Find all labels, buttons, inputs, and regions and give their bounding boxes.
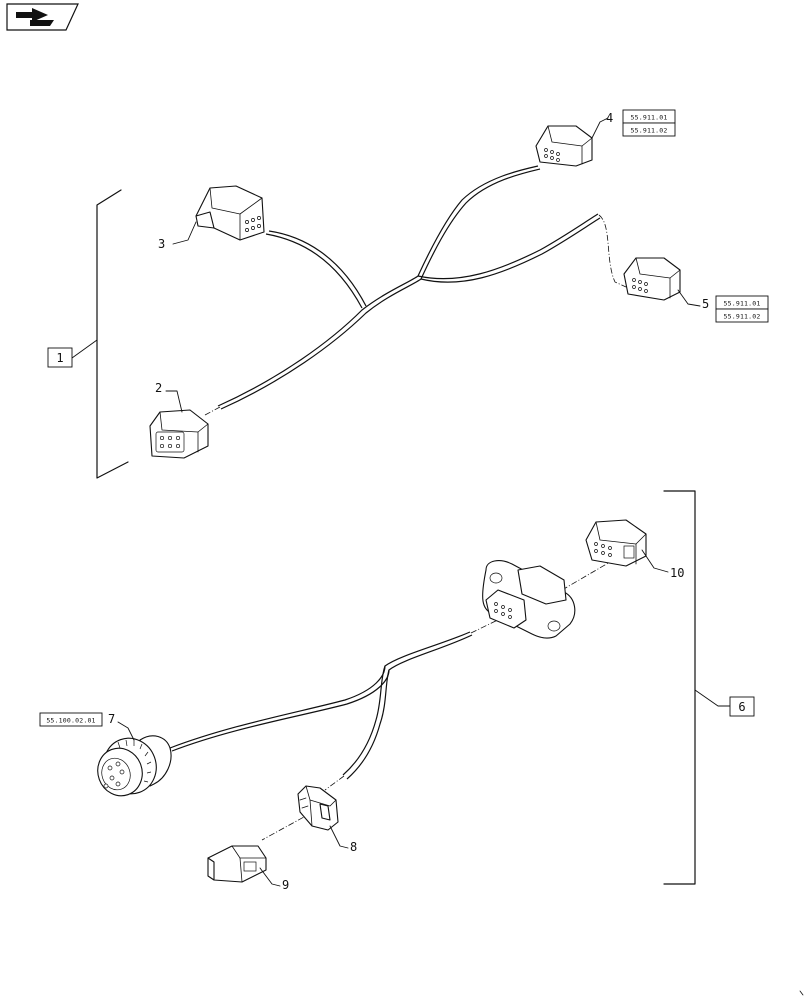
callout-7: 7	[108, 712, 115, 726]
connector-4[interactable]	[535, 125, 593, 167]
reference-4-b: 55.911.02	[630, 127, 667, 135]
reference-4-a: 55.911.01	[630, 114, 667, 122]
callout-9: 9	[282, 878, 289, 892]
reference-box-item-4[interactable]: 55.911.01 55.911.02	[622, 109, 676, 137]
bracket-item-6	[663, 490, 731, 885]
callout-2: 2	[155, 381, 162, 395]
callout-6: 6	[738, 700, 745, 714]
callout-4: 4	[606, 111, 613, 125]
reference-box-item-7[interactable]: 55.100.02.01	[39, 712, 103, 727]
connector-2[interactable]	[149, 409, 209, 459]
reference-5-a: 55.911.01	[723, 300, 760, 308]
connector-7[interactable]	[91, 731, 172, 802]
flange-bulkhead-connector[interactable]	[482, 560, 576, 639]
callout-3: 3	[158, 237, 165, 251]
callout-8: 8	[350, 840, 357, 854]
callout-box-6: 6	[729, 696, 755, 717]
reference-5-b: 55.911.02	[723, 313, 760, 321]
reference-7-a: 55.100.02.01	[46, 717, 95, 725]
corner-tick-mark	[799, 990, 804, 996]
reference-box-item-5[interactable]: 55.911.01 55.911.02	[715, 295, 769, 323]
callout-10: 10	[670, 566, 684, 580]
connector-3[interactable]	[195, 185, 265, 241]
callout-box-1: 1	[47, 347, 73, 368]
upper-harness-wires	[204, 165, 627, 416]
bracket-item-1	[71, 189, 129, 479]
connector-9[interactable]	[207, 845, 267, 883]
connector-8[interactable]	[297, 785, 339, 831]
navigation-arrow-icon[interactable]	[6, 3, 79, 31]
connector-5[interactable]	[623, 257, 681, 301]
callout-1: 1	[56, 351, 63, 365]
connector-10[interactable]	[585, 519, 647, 567]
callout-5: 5	[702, 297, 709, 311]
